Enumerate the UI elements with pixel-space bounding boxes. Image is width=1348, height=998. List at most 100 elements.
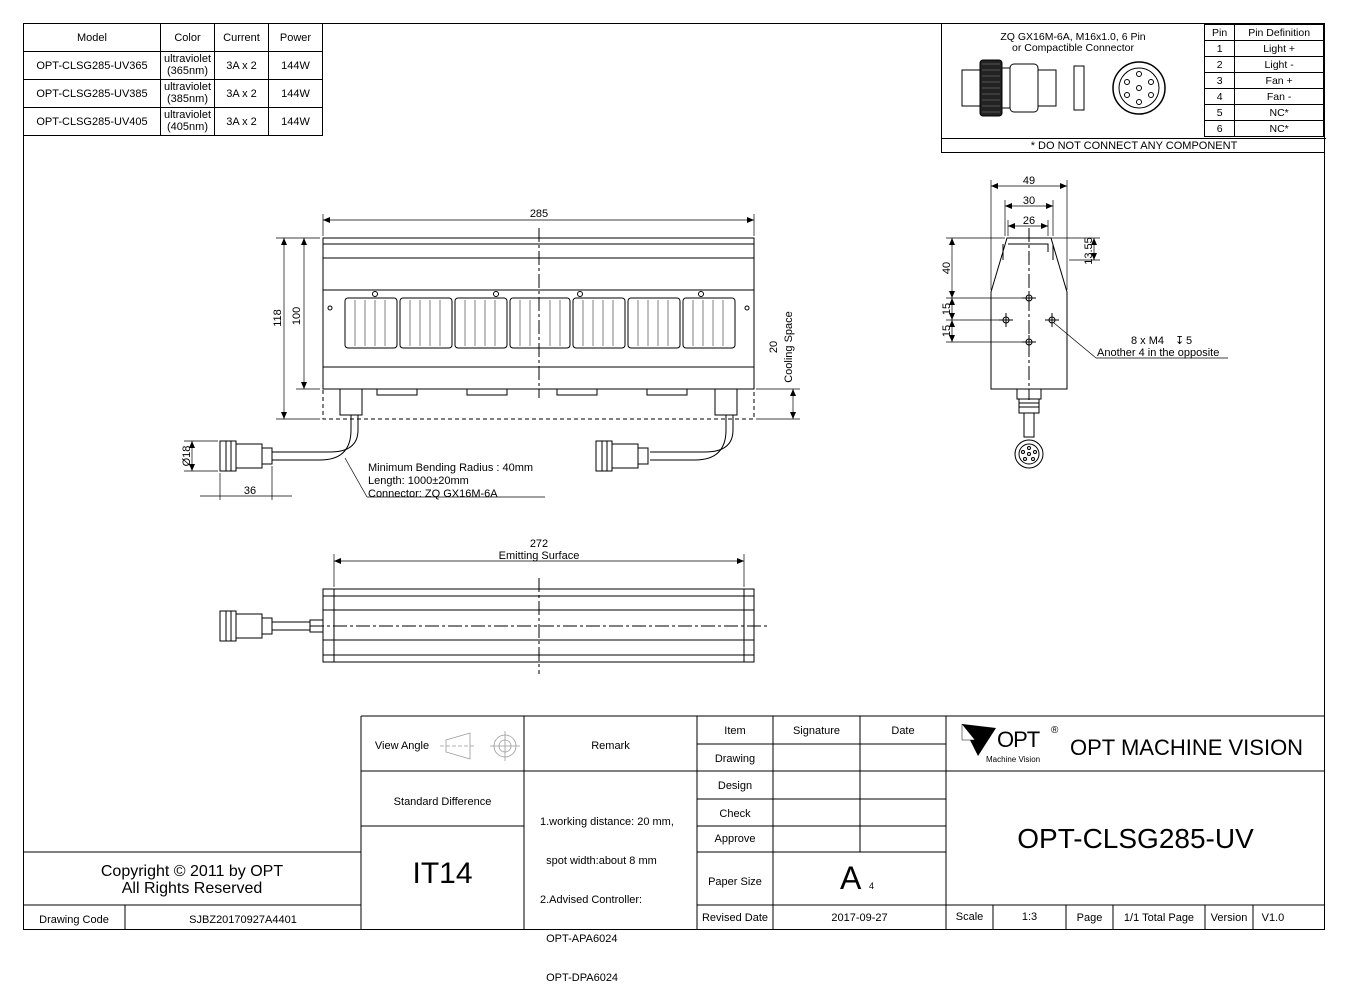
copyright-line1: Copyright © 2011 by OPT	[100, 863, 284, 880]
dim-118: 118	[272, 309, 284, 327]
drawing-code-label: Drawing Code	[39, 914, 109, 926]
table-row: OPT-CLSG285-UV405 ultraviolet (405nm) 3A…	[23, 107, 323, 136]
signature-label: Signature	[792, 725, 841, 737]
side-dims	[946, 180, 1228, 359]
side-dim-labels: 49 30 26 13.55 40 15 15 8 x M4 ↧ 5 Anoth…	[941, 175, 1219, 359]
check-label: Check	[719, 808, 751, 820]
dim-285: 285	[530, 208, 548, 220]
dim-26: 26	[1023, 215, 1035, 227]
logo-subtext: Machine Vision	[986, 755, 1041, 764]
left-cable-connector-icon	[219, 440, 273, 472]
connector-side-icon	[961, 59, 1085, 117]
revised-date: 2017-09-27	[831, 912, 888, 924]
dim-dia18: Ø18	[181, 446, 193, 467]
bottom-dims	[333, 554, 745, 587]
pin-def: Light -	[1234, 56, 1324, 73]
model-cell: OPT-CLSG285-UV405	[23, 107, 161, 136]
copyright-line2: All Rights Reserved	[121, 880, 263, 897]
connector-title-line2: or Compactible Connector	[1012, 42, 1134, 54]
view-angle-icon	[440, 731, 520, 761]
drawing-code: SJBZ20170927A4401	[189, 914, 297, 926]
pin-num: 6	[1203, 120, 1236, 137]
current-cell: 3A x 2	[214, 107, 269, 136]
scale-label: Scale	[955, 911, 984, 923]
version-label: Version	[1210, 912, 1248, 924]
thread-depth-symbol: ↧	[1175, 335, 1184, 347]
current-cell: 3A x 2	[214, 51, 269, 80]
header-color: Color	[160, 23, 215, 52]
emitting-surface-label: Emitting Surface	[499, 550, 580, 562]
remarks-list: 1.working distance: 20 mm, spot width:ab…	[540, 790, 700, 998]
dim-15a: 15	[941, 303, 953, 315]
pin-def: Fan +	[1234, 72, 1324, 89]
power-cell: 144W	[268, 51, 323, 80]
remark-line: spot width:about 8 mm	[540, 855, 657, 867]
remark-line: 1.working distance: 20 mm,	[540, 816, 674, 828]
paper-size-value: A	[840, 860, 862, 896]
opt-logo-icon	[961, 723, 996, 756]
page-label: Page	[1076, 912, 1103, 924]
side-view	[990, 228, 1068, 469]
bottom-view	[219, 578, 770, 674]
dim-40: 40	[941, 262, 953, 274]
thread-depth: 5	[1186, 335, 1192, 347]
pin-def: NC*	[1234, 120, 1324, 137]
bottom-cable-connector-icon	[219, 610, 273, 642]
part-number: OPT-CLSG285-UV	[1017, 823, 1254, 854]
connector-face-icon	[1112, 61, 1166, 115]
note-connector: Connector: ZQ GX16M-6A	[368, 488, 498, 500]
logo-text: OPT	[997, 727, 1040, 752]
cooling-space-label: Cooling Space	[783, 311, 795, 383]
scale-value: 1:3	[1021, 911, 1038, 923]
paper-size-sub: 4	[869, 881, 875, 891]
front-dim-labels: 285 118 100 20 Cooling Space Ø18 36 Mini…	[181, 208, 795, 500]
revised-date-label: Revised Date	[701, 912, 769, 924]
pin-header: Pin	[1203, 24, 1236, 41]
model-table-header: Model Color Current Power	[23, 23, 323, 52]
connector-title-line1: ZQ GX16M-6A, M16x1.0, 6 Pin	[1000, 31, 1146, 43]
remark-line: OPT-APA6024	[540, 933, 618, 945]
dim-30: 30	[1023, 195, 1035, 207]
design-label: Design	[717, 780, 753, 792]
remark-label: Remark	[591, 740, 630, 752]
thread-note: Another 4 in the opposite	[1097, 347, 1219, 359]
drawing-label: Drawing	[714, 753, 756, 765]
connector-box: ZQ GX16M-6A, M16x1.0, 6 Pin or Compactib…	[941, 23, 1326, 153]
tolerance-grade: IT14	[412, 857, 473, 890]
model-cell: OPT-CLSG285-UV385	[23, 79, 161, 108]
connector-title: ZQ GX16M-6A, M16x1.0, 6 Pin or Compactib…	[942, 32, 1204, 54]
model-table: Model Color Current Power OPT-CLSG285-UV…	[23, 23, 323, 136]
dim-100: 100	[291, 307, 303, 325]
title-block-lines	[23, 715, 1325, 930]
bottom-dim-labels: 272 Emitting Surface	[499, 538, 580, 562]
copyright: Copyright © 2011 by OPT All Rights Reser…	[23, 863, 361, 897]
technical-drawing: 285 118 100 20 Cooling Space Ø18 36 Mini…	[23, 175, 1325, 930]
color-cell: ultraviolet (385nm)	[160, 79, 215, 108]
company-name: OPT MACHINE VISION	[1070, 735, 1304, 760]
drawing-frame	[23, 23, 1325, 930]
mounting-holes-icon	[999, 291, 1059, 349]
thread-label: 8 x M4	[1131, 335, 1164, 347]
front-view	[219, 228, 755, 472]
connector-illustration	[961, 59, 1166, 117]
color-cell: ultraviolet (405nm)	[160, 107, 215, 136]
right-cable-connector-icon	[595, 440, 649, 472]
dim-36: 36	[244, 485, 256, 497]
approve-label: Approve	[714, 833, 756, 845]
remark-line: OPT-DPA6024	[540, 972, 619, 984]
dim-272: 272	[530, 538, 548, 550]
remark-line: 2.Advised Controller:	[540, 894, 643, 906]
logo-registered: ®	[1051, 725, 1059, 736]
power-cell: 144W	[268, 79, 323, 108]
item-label: Item	[724, 725, 746, 737]
front-dims	[184, 214, 800, 500]
note-length: Length: 1000±20mm	[368, 475, 469, 487]
paper-size-label: Paper Size	[708, 876, 762, 888]
dim-20: 20	[768, 341, 780, 353]
power-cell: 144W	[268, 107, 323, 136]
